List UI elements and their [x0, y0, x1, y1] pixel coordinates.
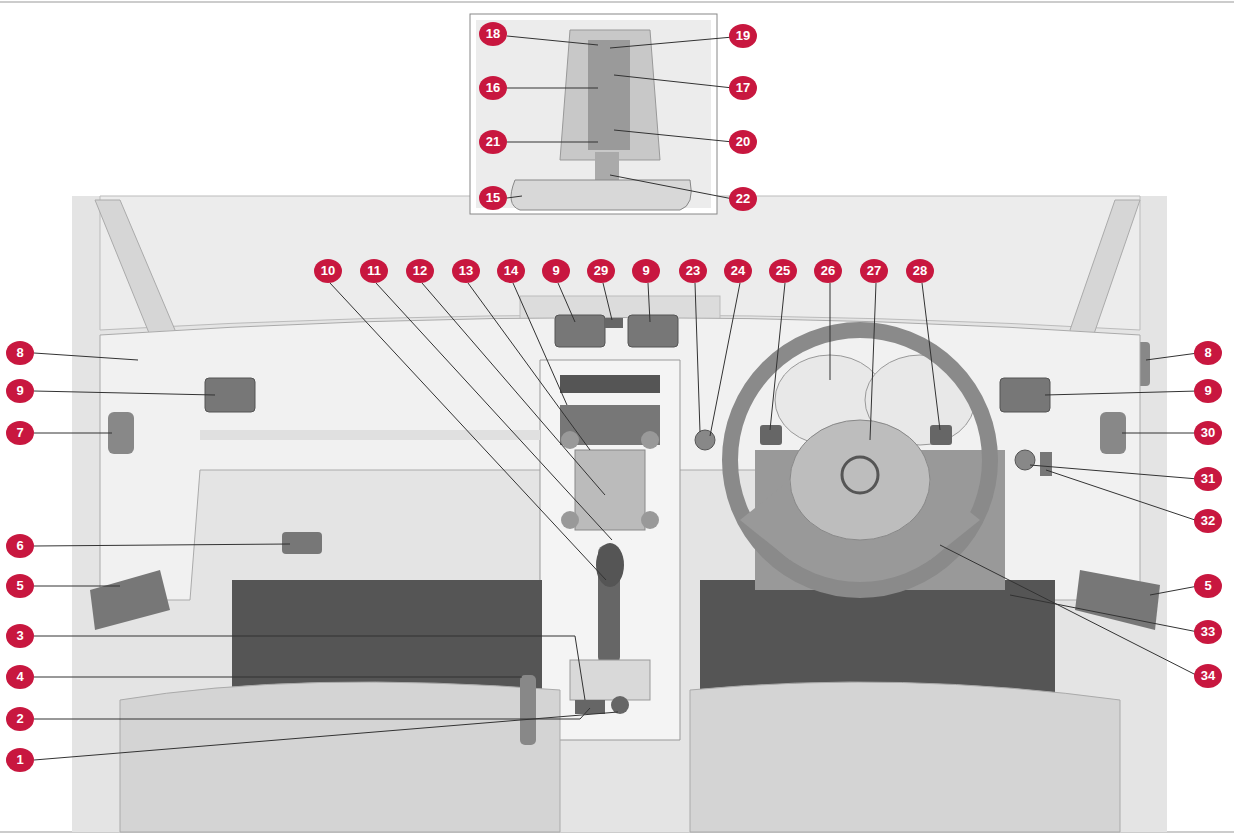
callout-number: 14	[497, 259, 525, 283]
callout-number: 34	[1194, 664, 1222, 688]
callout-number: 24	[724, 259, 752, 283]
callout-number: 26	[814, 259, 842, 283]
callout-number: 3	[6, 624, 34, 648]
callout-number: 9	[1194, 379, 1222, 403]
callout-number: 17	[729, 76, 757, 100]
callout-number: 19	[729, 24, 757, 48]
callout-number: 28	[906, 259, 934, 283]
callout-number: 16	[479, 76, 507, 100]
callout-number: 29	[587, 259, 615, 283]
callout-number: 25	[769, 259, 797, 283]
callout-number: 32	[1194, 509, 1222, 533]
callout-number: 31	[1194, 467, 1222, 491]
callout-number: 7	[6, 421, 34, 445]
callout-number: 30	[1194, 421, 1222, 445]
callout-number: 5	[6, 574, 34, 598]
callout-number: 9	[6, 379, 34, 403]
callout-number: 6	[6, 534, 34, 558]
callout-number: 23	[679, 259, 707, 283]
callout-number: 18	[479, 22, 507, 46]
callout-number: 8	[6, 341, 34, 365]
callout-number: 2	[6, 707, 34, 731]
callout-number: 4	[6, 665, 34, 689]
callout-number: 20	[729, 130, 757, 154]
callout-number: 10	[314, 259, 342, 283]
callout-number: 27	[860, 259, 888, 283]
callout-number: 11	[360, 259, 388, 283]
callout-number: 1	[6, 748, 34, 772]
callout-number: 22	[729, 187, 757, 211]
callout-number: 5	[1194, 574, 1222, 598]
callout-number: 13	[452, 259, 480, 283]
callout-number: 9	[542, 259, 570, 283]
callout-number: 9	[632, 259, 660, 283]
callout-number: 33	[1194, 620, 1222, 644]
callout-number: 15	[479, 186, 507, 210]
callout-number: 12	[406, 259, 434, 283]
callout-number: 21	[479, 130, 507, 154]
callout-number: 8	[1194, 341, 1222, 365]
